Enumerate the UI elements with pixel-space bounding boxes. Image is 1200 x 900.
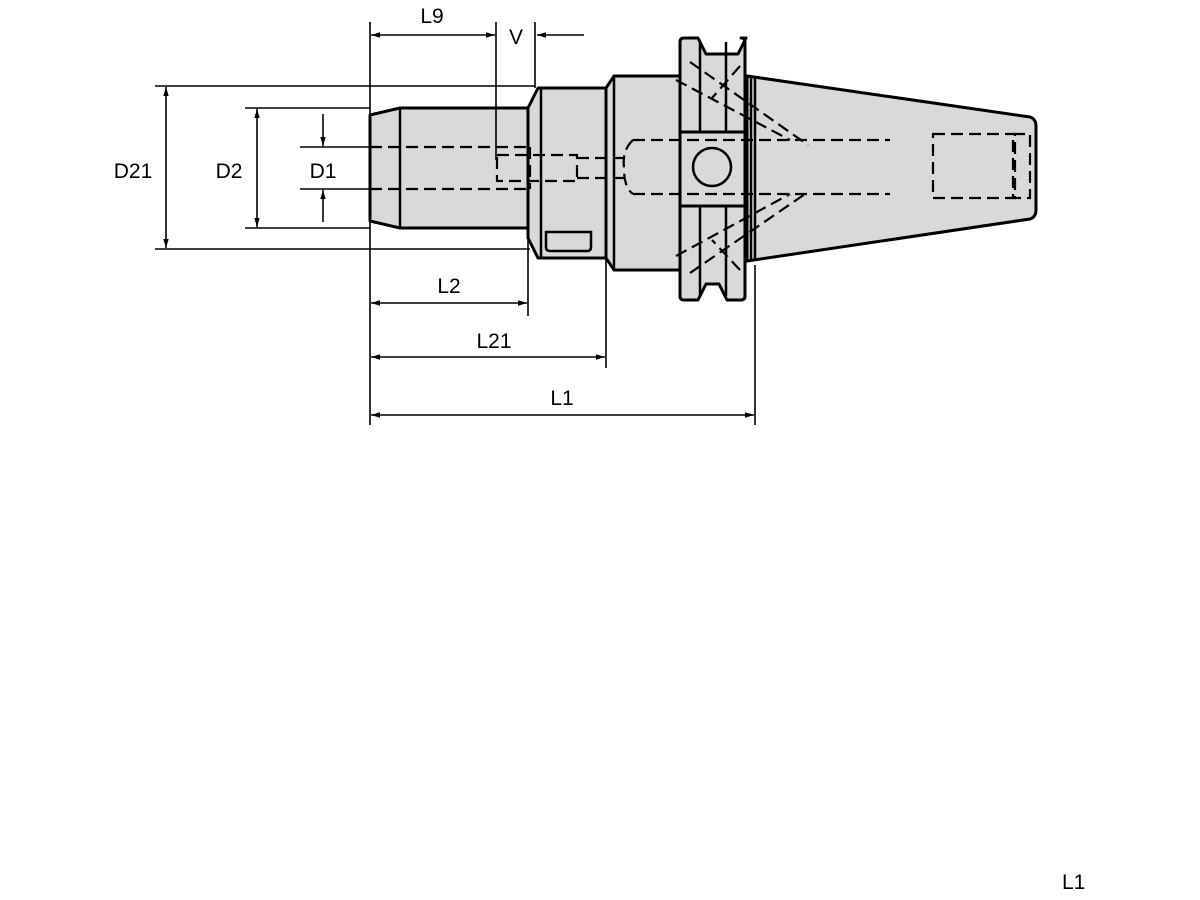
dimension-lines	[155, 22, 756, 425]
hidden-lines	[370, 61, 1032, 274]
label-D1: D1	[310, 160, 337, 183]
label-V: V	[509, 26, 523, 49]
label-L21: L21	[476, 330, 511, 353]
collar	[604, 74, 682, 272]
pilot-section	[368, 106, 530, 230]
tool-body	[368, 36, 1038, 302]
dimension-labels: L9 V D21 D2 D1 L2 L21 L1	[114, 5, 574, 410]
keyway-slot	[544, 230, 593, 253]
label-D2: D2	[216, 160, 243, 183]
corner-label: L1	[1062, 871, 1086, 894]
drive-hole	[691, 146, 733, 188]
label-D21: D21	[114, 160, 153, 183]
label-L1: L1	[550, 387, 573, 410]
label-L9: L9	[420, 5, 443, 28]
taper	[745, 74, 1038, 263]
label-L2: L2	[437, 275, 460, 298]
